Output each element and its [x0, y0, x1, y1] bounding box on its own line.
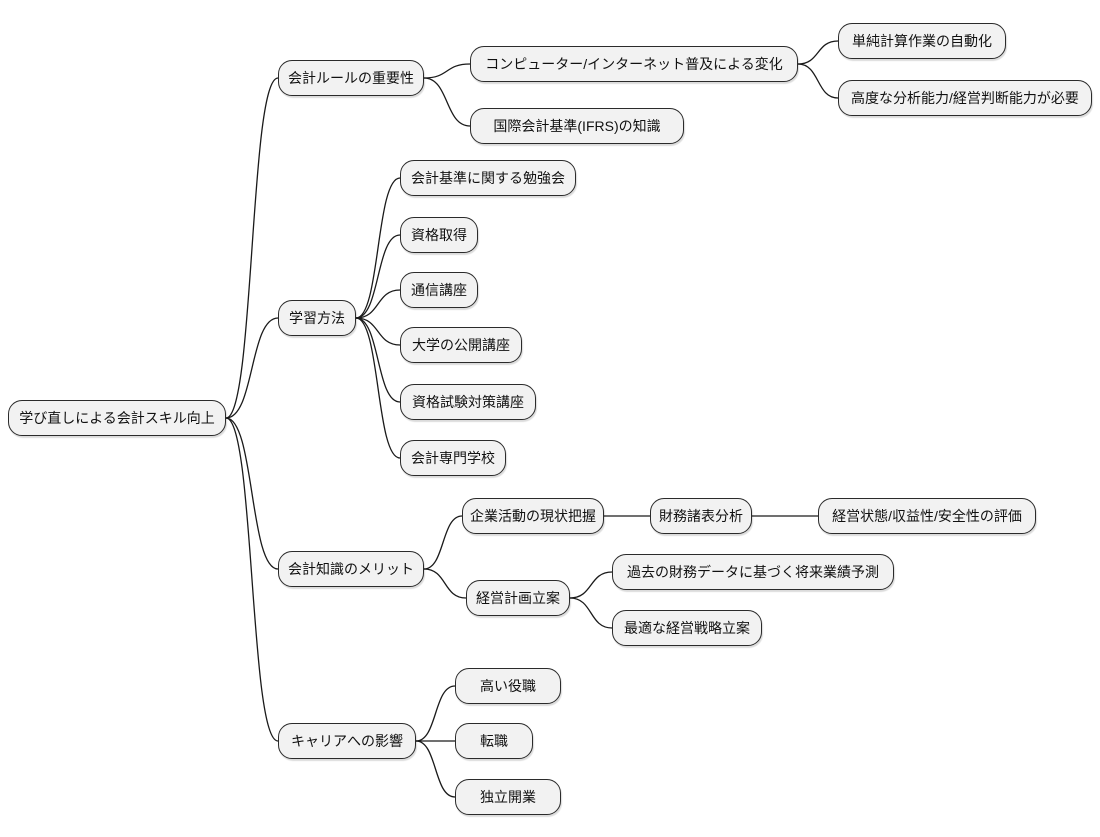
mindmap-edge-plan-forecast — [569, 571, 613, 599]
mindmap-node-study-group: 会計基準に関する勉強会 — [400, 160, 576, 196]
mindmap-node-open-course: 大学の公開講座 — [400, 327, 522, 363]
mindmap-edge-learn-study5 — [355, 317, 401, 403]
mindmap-edge-learn-study4 — [355, 317, 401, 346]
mindmap-edge-rule-computer — [423, 63, 471, 79]
mindmap-edge-rule-ifrs — [423, 77, 471, 127]
mindmap-node-career-impact: キャリアへの影響 — [278, 723, 416, 759]
mindmap-node-optimal-strategy: 最適な経営戦略立案 — [612, 610, 762, 646]
mindmap-node-correspondence: 通信講座 — [400, 272, 478, 308]
mindmap-node-high-position: 高い役職 — [455, 668, 561, 704]
mindmap-edge-merit-status — [423, 515, 463, 570]
mindmap-node-exam-prep-course: 資格試験対策講座 — [400, 384, 536, 420]
mindmap-edge-computer-auto — [797, 40, 839, 65]
mindmap-node-independence: 独立開業 — [455, 779, 561, 815]
mindmap-node-statement-analysis: 財務諸表分析 — [650, 498, 752, 534]
mindmap-edge-root-learn — [225, 317, 279, 419]
mindmap-edge-learn-study2 — [355, 234, 401, 319]
mindmap-edge-career-career3 — [415, 740, 456, 798]
mindmap-edge-learn-study1 — [355, 177, 401, 319]
mindmap-node-qualification: 資格取得 — [400, 217, 478, 253]
mindmap-node-root: 学び直しによる会計スキル向上 — [8, 400, 226, 436]
mindmap-edge-merit-plan — [423, 568, 467, 599]
mindmap-node-accounting-school: 会計専門学校 — [400, 440, 506, 476]
mindmap-node-advanced-skills: 高度な分析能力/経営判断能力が必要 — [838, 80, 1092, 116]
mindmap-edge-plan-strategy — [569, 597, 613, 629]
mindmap-node-evaluation: 経営状態/収益性/安全性の評価 — [818, 498, 1036, 534]
mindmap-node-knowledge-merit: 会計知識のメリット — [278, 551, 424, 587]
mindmap-node-rule-importance: 会計ルールの重要性 — [278, 60, 424, 96]
mindmap-node-automation: 単純計算作業の自動化 — [838, 23, 1006, 59]
mindmap-node-current-status: 企業活動の現状把握 — [462, 498, 604, 534]
mindmap-node-ifrs-knowledge: 国際会計基準(IFRS)の知識 — [470, 108, 684, 144]
mindmap-edge-root-career — [225, 417, 279, 742]
mindmap-edge-learn-study3 — [355, 289, 401, 319]
mindmap-node-job-change: 転職 — [455, 723, 533, 759]
mindmap-node-business-planning: 経営計画立案 — [466, 580, 570, 616]
mindmap-node-performance-forecast: 過去の財務データに基づく将来業績予測 — [612, 554, 894, 590]
mindmap-edge-career-career1 — [415, 685, 456, 742]
mindmap-node-computer-change: コンピューター/インターネット普及による変化 — [470, 46, 798, 82]
mindmap-edge-computer-advanced — [797, 63, 839, 99]
mindmap-edge-root-rule — [225, 77, 279, 419]
mindmap-edge-learn-study6 — [355, 317, 401, 459]
mindmap-node-learning-methods: 学習方法 — [278, 300, 356, 336]
mindmap-edge-root-merit — [225, 417, 279, 570]
